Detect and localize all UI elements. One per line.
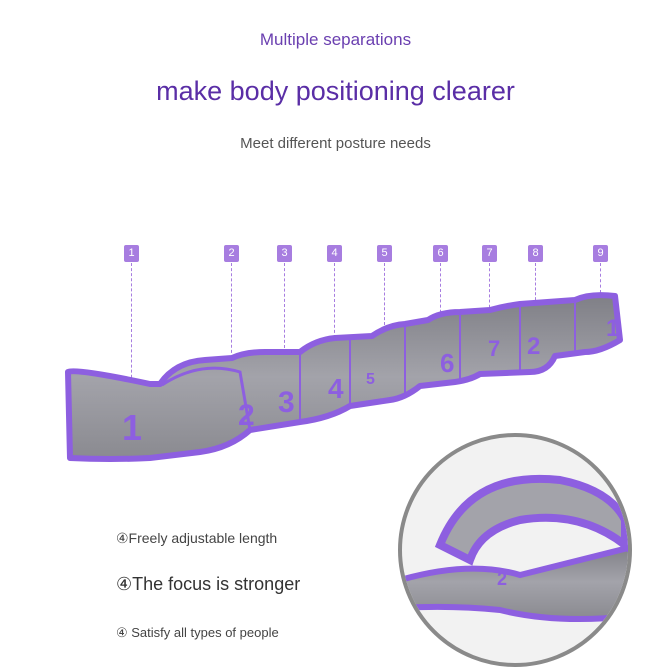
strap-number-3: 3 (278, 386, 295, 419)
marker-line-4 (334, 263, 335, 338)
feature-focus-stronger: ④The focus is stronger (116, 574, 301, 594)
feature-adjustable-length: ④Freely adjustable length (116, 530, 278, 546)
strap-segments (65, 292, 623, 462)
marker-line-9 (600, 263, 601, 293)
strap-number-2: 2 (238, 399, 255, 432)
marker-5: 5 (377, 245, 392, 262)
strap-number-1: 1 (122, 407, 142, 448)
zoom-detail-circle: 2 (398, 433, 632, 667)
strap-number-5: 5 (366, 371, 375, 388)
marker-line-5 (384, 263, 385, 325)
headline: make body positioning clearer (156, 76, 515, 106)
header-subtitle: Multiple separations (259, 30, 412, 49)
marker-line-2 (231, 263, 232, 358)
marker-9: 9 (593, 245, 608, 262)
marker-line-1 (131, 263, 132, 393)
marker-4: 4 (327, 245, 342, 262)
tagline: Meet different posture needs (240, 135, 431, 152)
marker-8: 8 (528, 245, 543, 262)
marker-line-3 (284, 263, 285, 348)
strap-number-4: 4 (328, 373, 344, 404)
marker-2: 2 (224, 245, 239, 262)
marker-line-6 (440, 263, 441, 318)
strap-number-6: 6 (440, 348, 454, 378)
feature-all-people: ④ Satisfy all types of people (116, 625, 279, 640)
strap-number-7: 7 (488, 336, 500, 361)
strap-number-8: 2 (527, 333, 540, 360)
strap-numbers: 1 2 3 4 5 6 7 2 1 (122, 315, 619, 448)
marker-1: 1 (124, 245, 139, 262)
zoom-number: 2 (497, 569, 507, 589)
strap-number-9: 1 (606, 315, 619, 342)
marker-line-8 (535, 263, 536, 305)
marker-line-7 (489, 263, 490, 313)
marker-3: 3 (277, 245, 292, 262)
marker-7: 7 (482, 245, 497, 262)
marker-6: 6 (433, 245, 448, 262)
